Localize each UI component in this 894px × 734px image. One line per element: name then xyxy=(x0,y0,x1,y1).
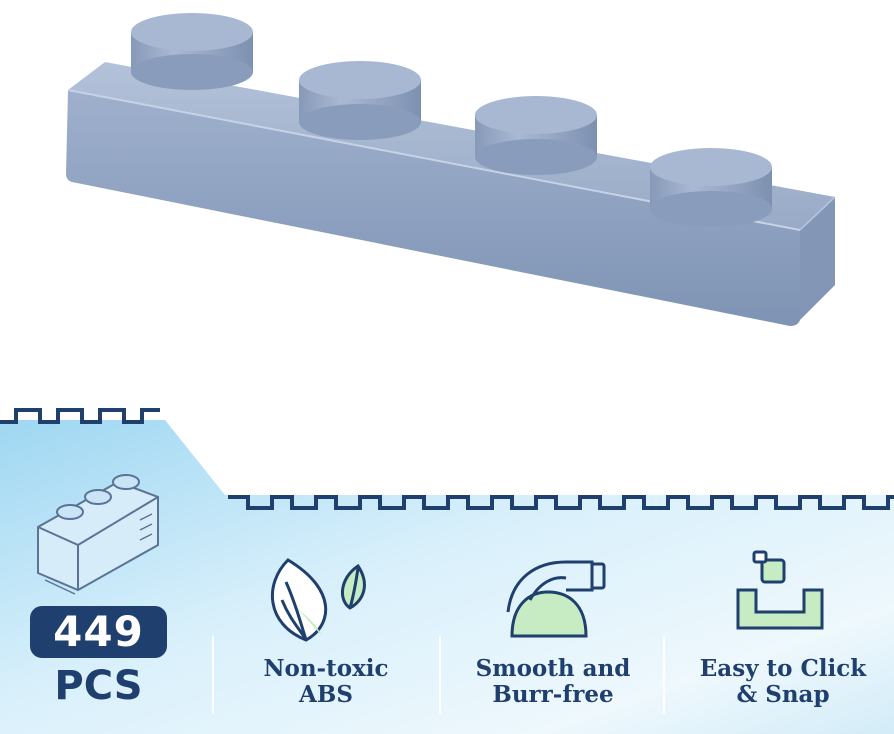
stud xyxy=(131,13,253,90)
feature-caption-non-toxic: Non-toxic ABS xyxy=(236,656,416,708)
feature-caption-snap: Easy to Click & Snap xyxy=(688,656,878,708)
brick-outline-icon xyxy=(37,474,159,595)
leaf-icon xyxy=(271,558,366,642)
crenellation-border xyxy=(228,495,894,510)
divider xyxy=(212,636,214,714)
piece-count-badge xyxy=(30,606,167,658)
snap-fit-icon xyxy=(736,550,824,630)
feature-caption-line: Non-toxic xyxy=(263,655,389,682)
stud xyxy=(299,61,421,140)
stud xyxy=(475,96,597,175)
feature-caption-line: ABS xyxy=(299,681,353,708)
feature-caption-smooth: Smooth and Burr-free xyxy=(458,656,648,708)
feature-caption-line: Smooth and xyxy=(475,655,631,682)
piece-count-number: 449 xyxy=(53,607,144,656)
stud xyxy=(650,148,772,227)
piece-count-unit: PCS xyxy=(54,663,143,709)
polish-hand-icon xyxy=(506,560,606,638)
divider xyxy=(439,636,441,714)
feature-banner xyxy=(0,408,894,734)
crenellation-border xyxy=(0,408,160,424)
feature-caption-line: Burr-free xyxy=(492,681,614,708)
feature-caption-line: & Snap xyxy=(736,681,830,708)
divider xyxy=(663,636,665,714)
feature-caption-line: Easy to Click xyxy=(699,655,867,682)
brick-illustration xyxy=(66,13,836,326)
